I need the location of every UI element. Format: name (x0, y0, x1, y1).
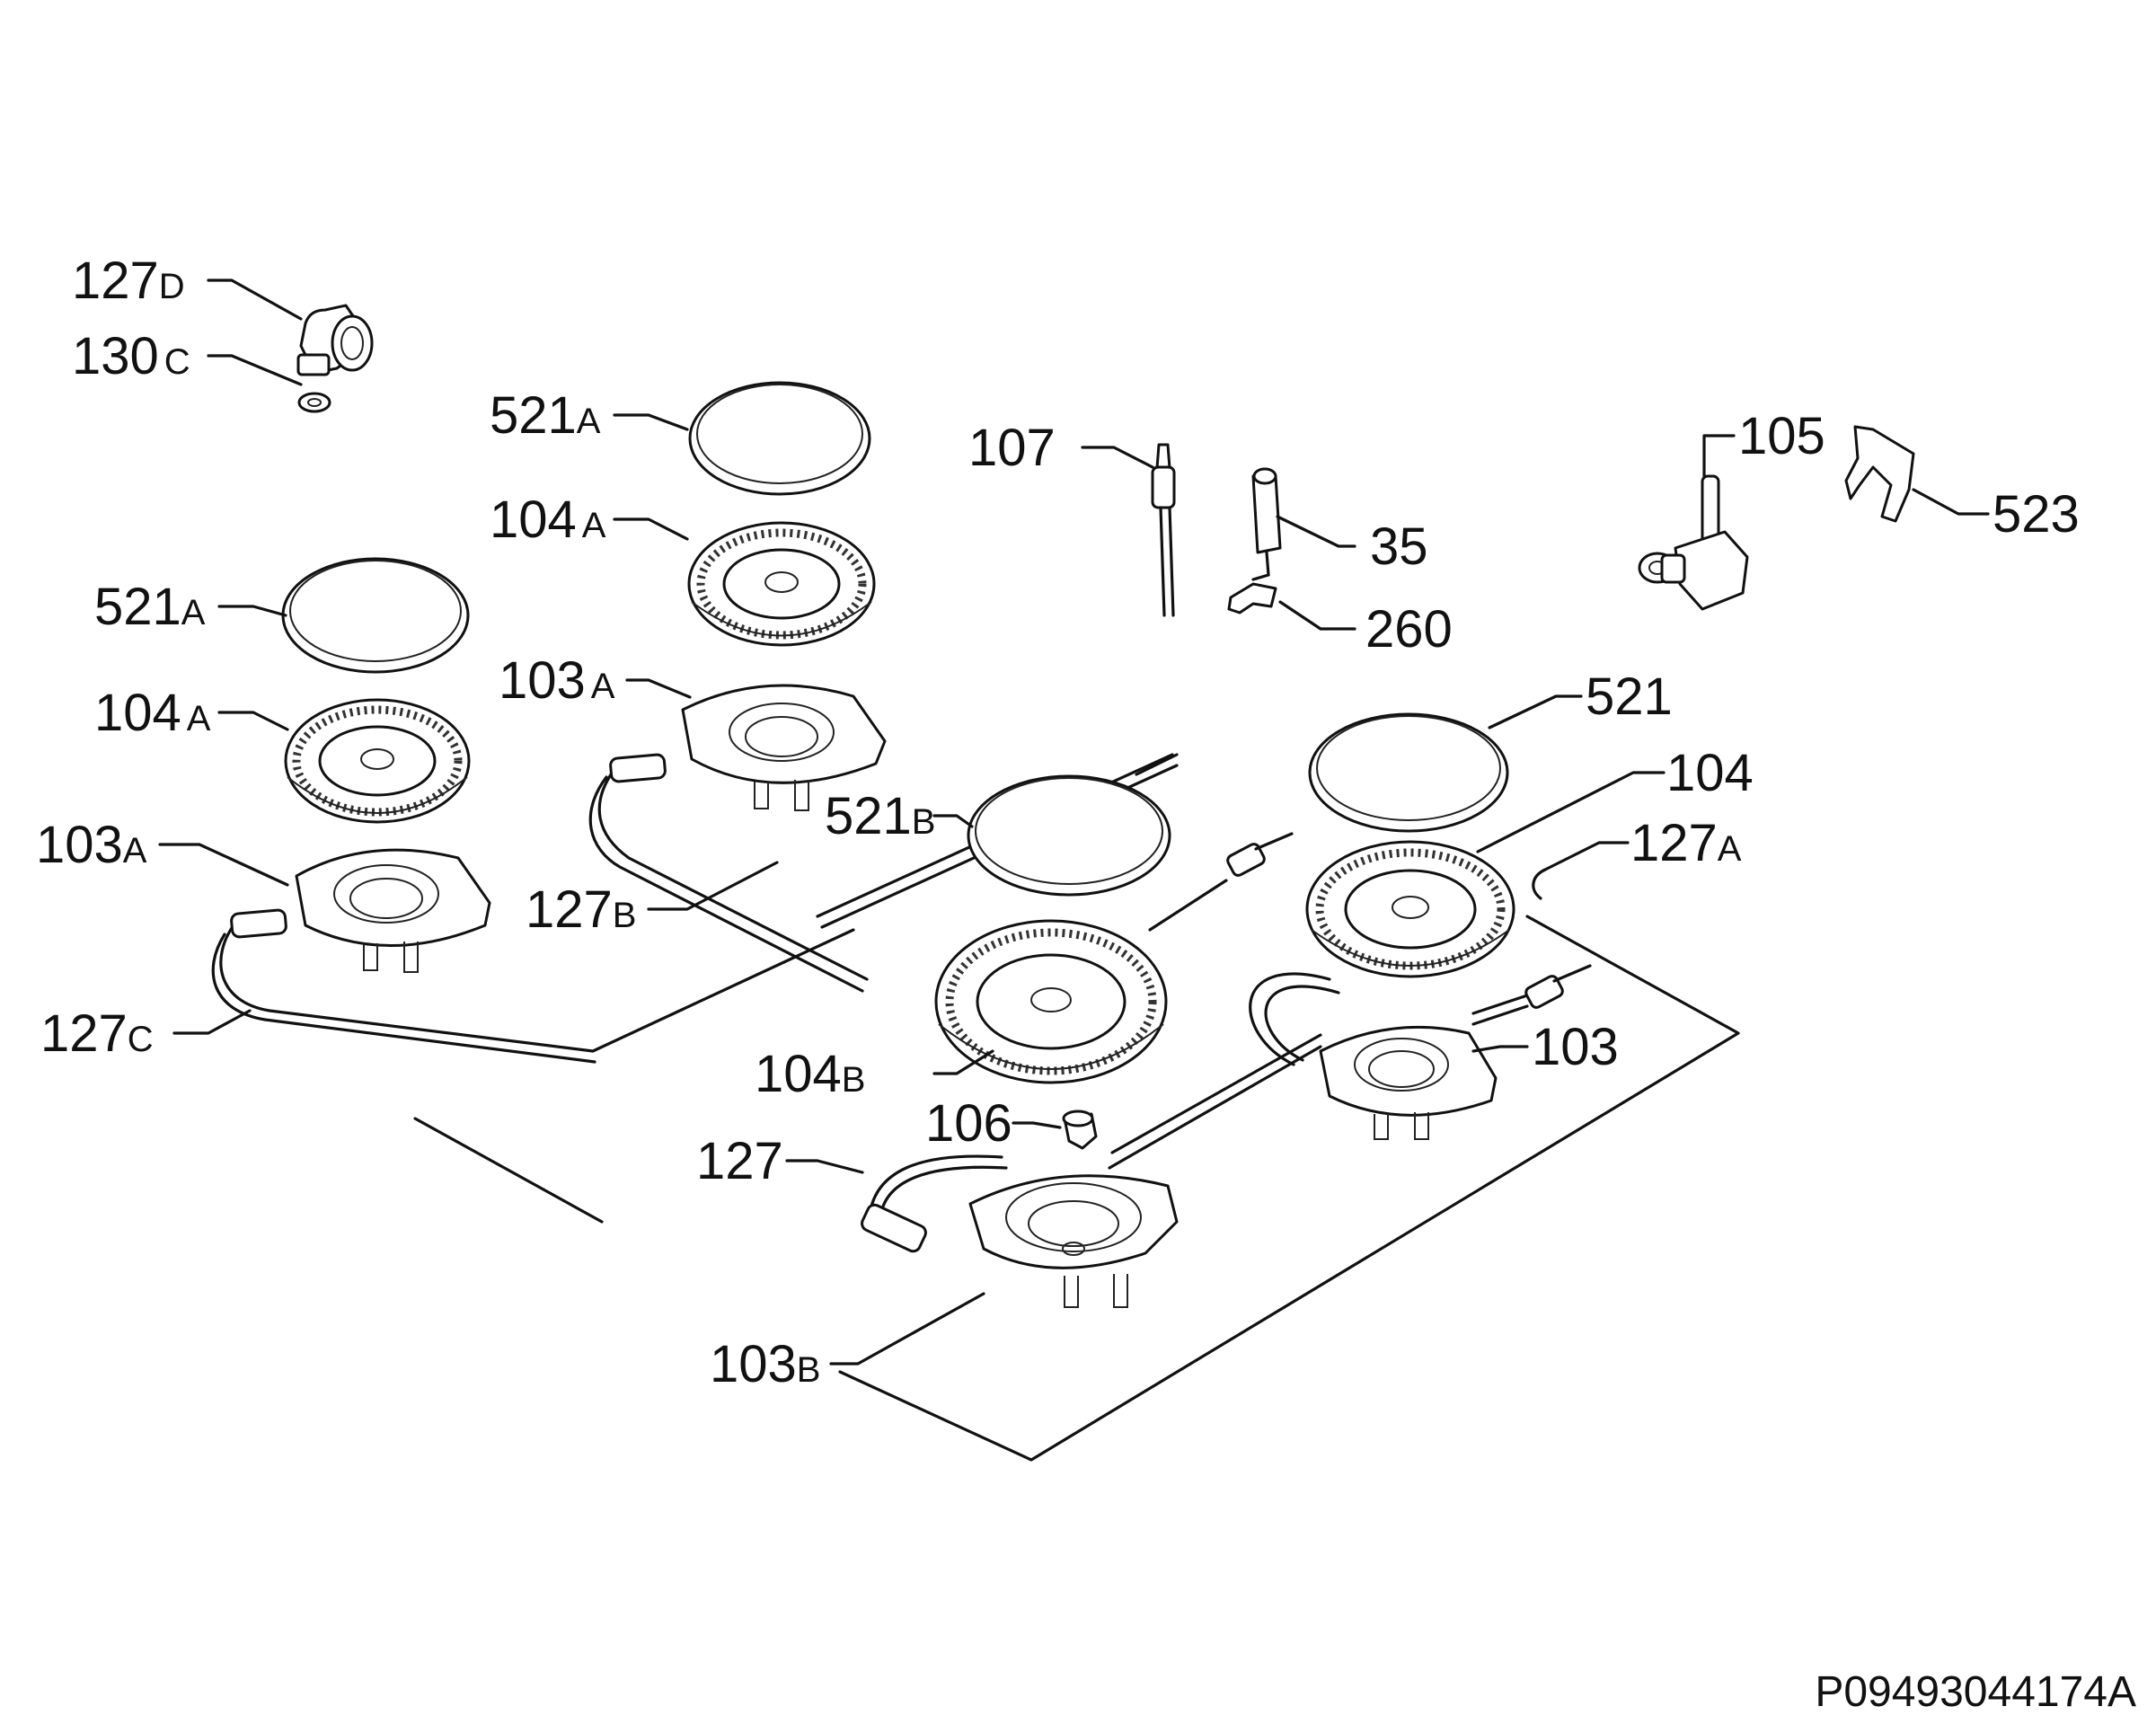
clip-260 (1227, 582, 1277, 614)
label-521b: 521B (825, 787, 935, 845)
gas-valve-105 (1638, 474, 1749, 611)
label-104b: 104B (755, 1045, 865, 1103)
label-104: 104 (1666, 744, 1754, 802)
injector-106 (1062, 1110, 1098, 1150)
gas-pipes (211, 753, 1547, 1219)
label-523: 523 (1993, 485, 2080, 544)
burner-base-103b (968, 1174, 1179, 1308)
flame-spreader-104 (1305, 840, 1515, 978)
label-103: 103 (1532, 1018, 1619, 1076)
burner-base-103a-top (681, 684, 887, 811)
nozzle-fitting-1 (1226, 832, 1294, 877)
label-127b: 127B (526, 880, 636, 939)
washer-130c (297, 392, 331, 413)
elbow-fitting-127d (296, 304, 374, 376)
ignition-electrode-35 (1251, 467, 1282, 581)
label-260: 260 (1365, 600, 1453, 659)
label-127d: 127D (72, 252, 185, 310)
bracket-523 (1844, 425, 1915, 523)
flame-spreader-104a-left (284, 698, 471, 824)
label-107: 107 (968, 419, 1056, 477)
fittings (230, 304, 1592, 1253)
burner-base-103 (1319, 1025, 1498, 1140)
flame-spreader-104b (934, 919, 1168, 1084)
label-127: 127 (696, 1132, 783, 1190)
label-127a: 127A (1630, 814, 1742, 872)
burner-cap-521b (967, 774, 1171, 897)
label-106: 106 (925, 1094, 1012, 1153)
nozzle-fitting-2 (1524, 964, 1592, 1009)
label-521a-left: 521A (94, 578, 206, 636)
hob-outline (413, 915, 1740, 1462)
label-103a-left: 103A (36, 816, 147, 874)
leader-lines (158, 278, 1990, 1366)
label-35: 35 (1370, 517, 1428, 576)
label-105: 105 (1738, 407, 1825, 465)
burner-cap-521a-top (688, 381, 871, 496)
thermocouple-107 (1151, 443, 1176, 617)
label-127c: 127C (40, 1004, 154, 1063)
burner-cap-521 (1308, 712, 1509, 833)
label-521: 521 (1586, 667, 1673, 726)
document-number: P09493044174A (1815, 1668, 2136, 1716)
burner-base-103a-left (295, 848, 491, 973)
label-103b: 103B (710, 1335, 820, 1393)
label-521a-top: 521A (490, 386, 601, 445)
burner-cap-521a-left (281, 557, 470, 674)
flame-spreader-104a-top (687, 521, 876, 647)
